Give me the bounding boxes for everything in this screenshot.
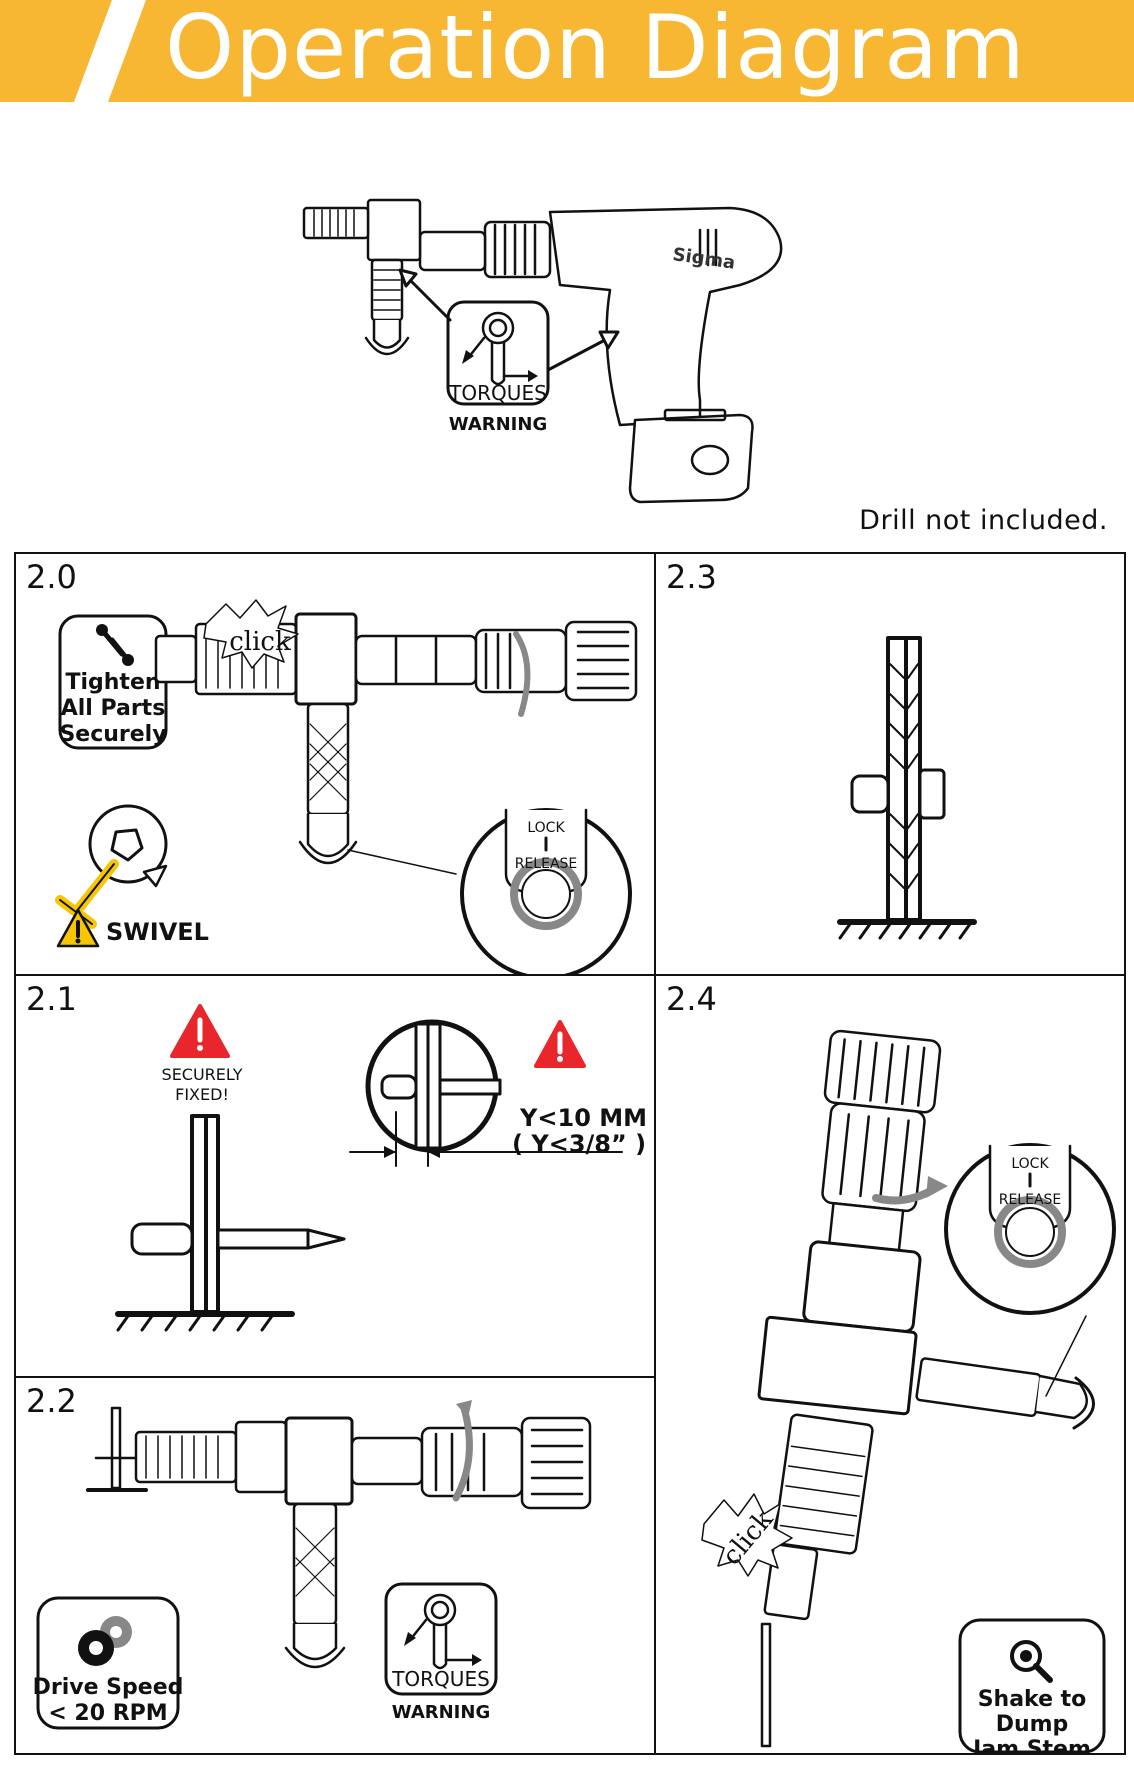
step-2-0-illustration: Tighten All Parts Securely SWIVEL (55, 599, 638, 974)
release-label: RELEASE (999, 1192, 1062, 1208)
page-title: Operation Diagram (165, 0, 1026, 99)
secure-line-1: SECURELY (162, 1065, 243, 1084)
step-number: 2.3 (666, 558, 717, 596)
shake-line-1: Shake to (978, 1687, 1087, 1712)
step-number: 2.4 (666, 980, 717, 1018)
step-2-4-panel: 2.4 c (654, 974, 1126, 1755)
gear-icon (78, 1616, 132, 1666)
release-label: RELEASE (515, 856, 578, 872)
tighten-line-1: Tighten (65, 670, 160, 695)
step-2-3-illustration (837, 636, 977, 940)
drill-illustration: Sigma TORQUES WARNING (302, 198, 783, 504)
swivel-icon (55, 804, 168, 929)
shake-line-3: Jam Stem (971, 1737, 1091, 1755)
hero-torque-bottom: WARNING (449, 414, 547, 435)
step-2-1-illustration: SECURELY FIXED! (115, 1004, 647, 1332)
hero-drill-illustration: Sigma TORQUES WARNING (300, 170, 860, 510)
tighten-line-2: All Parts (61, 696, 166, 721)
warning-icon (534, 1020, 586, 1068)
torque-bottom-label: WARNING (392, 1702, 490, 1723)
swivel-label: SWIVEL (106, 918, 209, 946)
step-number: 2.2 (26, 1382, 77, 1420)
header-shape (0, 0, 1134, 102)
y-in-label: ( Y<3/8” ) (512, 1130, 646, 1158)
magnifier-icon (1010, 1640, 1053, 1683)
y-mm-label: Y<10 MM (519, 1104, 647, 1132)
step-number: 2.1 (26, 980, 77, 1018)
torque-top-label: TORQUES (391, 1667, 490, 1691)
caution-icon (56, 908, 100, 948)
header-band: Operation Diagram (0, 0, 1134, 102)
lock-label: LOCK (1011, 1156, 1049, 1172)
step-2-1-panel: 2.1 SECURELY FIXED! (14, 974, 656, 1378)
secure-line-2: FIXED! (175, 1085, 229, 1104)
warning-icon (170, 1004, 230, 1058)
step-2-0-panel: 2.0 Tighten All Parts Securely (14, 552, 656, 976)
step-2-4-illustration: click LOCK RELEASE Shake to Dump Jam Ste… (701, 1029, 1116, 1755)
speed-line-2: < 20 RPM (48, 1701, 167, 1726)
step-2-2-panel: 2.2 (14, 1376, 656, 1755)
lock-label: LOCK (527, 820, 565, 836)
drill-not-included-note: Drill not included. (859, 505, 1108, 536)
click-label: click (229, 627, 291, 657)
wrench-icon (96, 624, 134, 666)
step-2-2-illustration: Drive Speed < 20 RPM TORQUES WARNING (33, 1400, 592, 1730)
hero-torque-top: TORQUES (448, 381, 547, 405)
tighten-line-3: Securely (59, 722, 166, 747)
shake-line-2: Dump (996, 1712, 1069, 1737)
steps-grid: 2.0 Tighten All Parts Securely (14, 552, 1126, 1755)
step-2-3-panel: 2.3 (654, 552, 1126, 976)
step-number: 2.0 (26, 558, 77, 596)
speed-line-1: Drive Speed (33, 1675, 184, 1700)
